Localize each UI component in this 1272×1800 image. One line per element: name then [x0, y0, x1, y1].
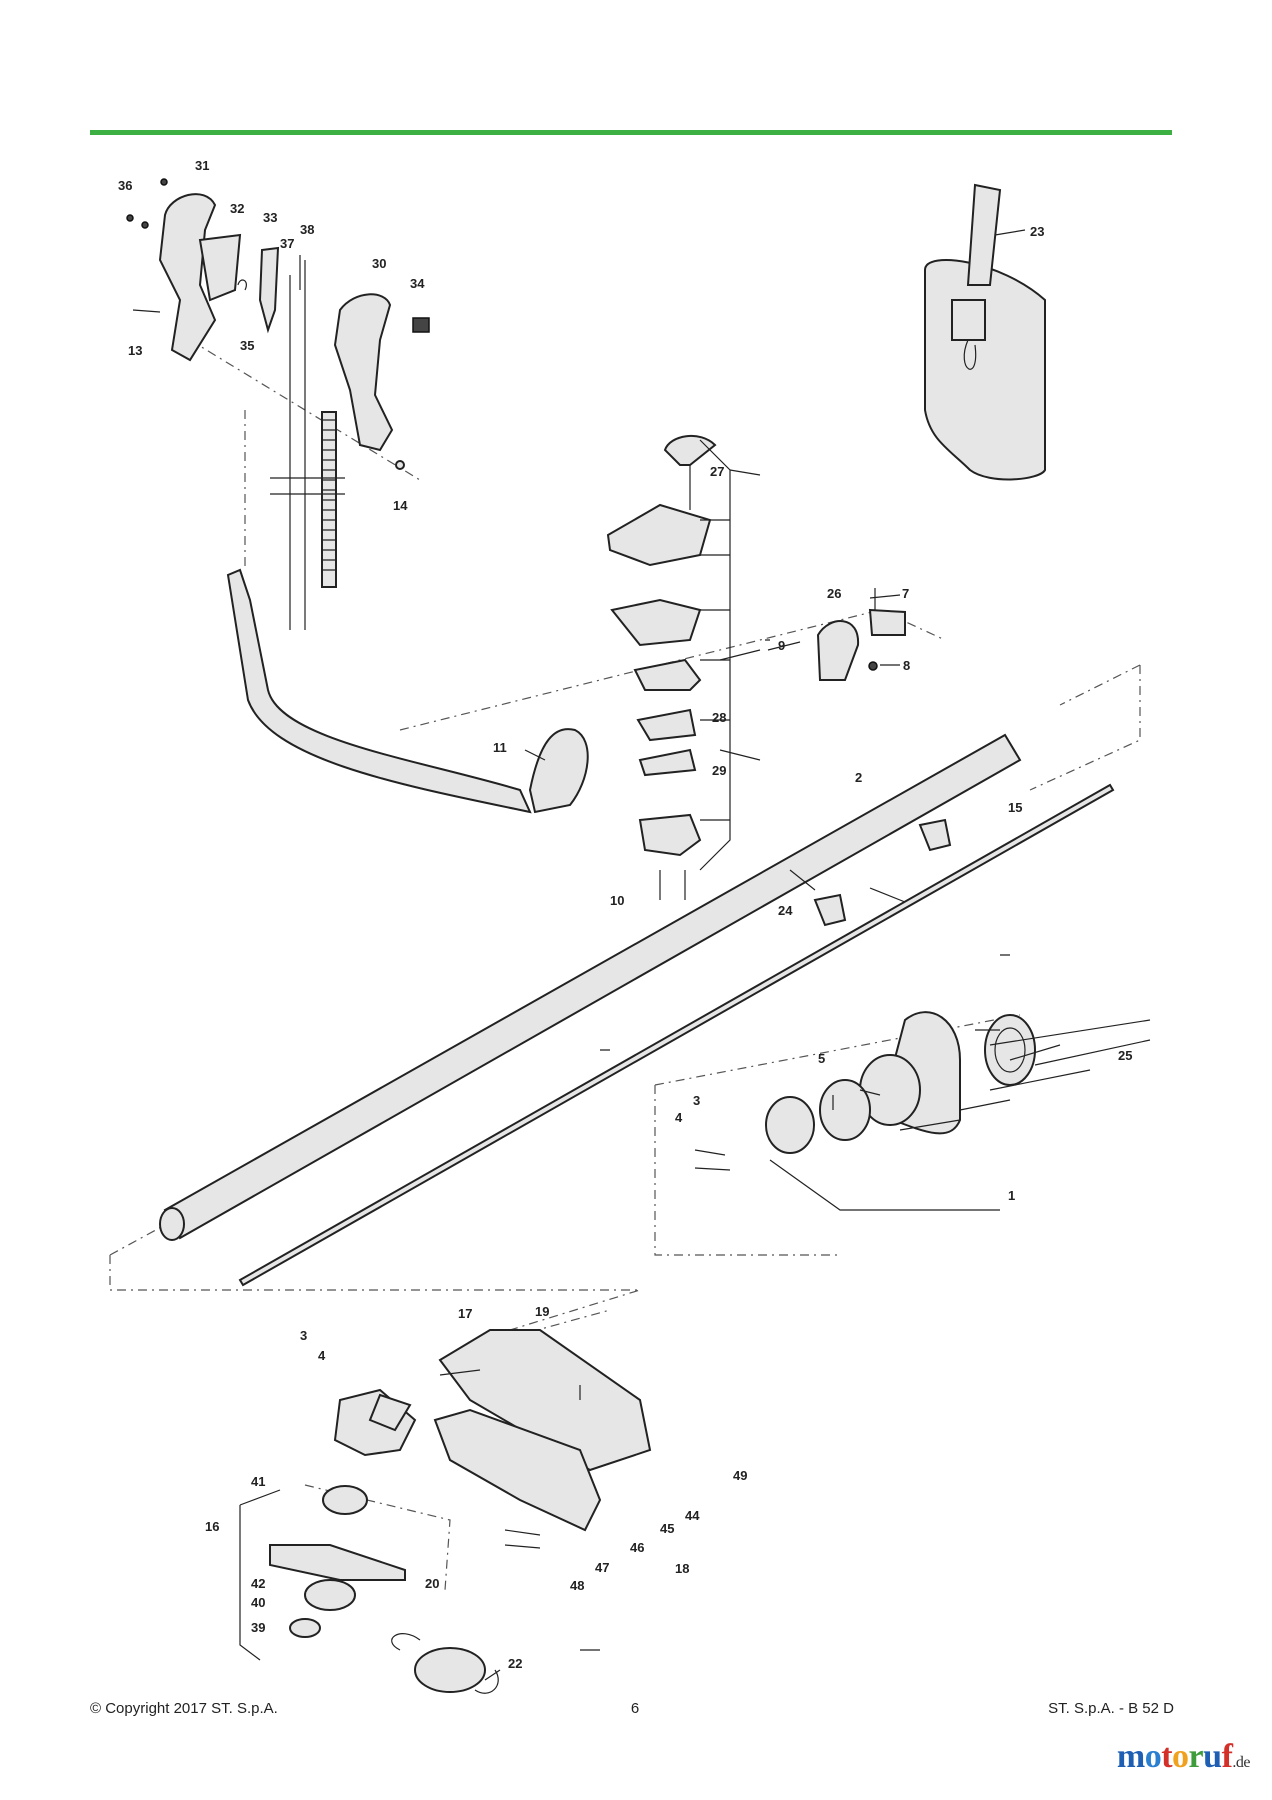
- callout-4-lower: 4: [318, 1348, 326, 1363]
- watermark-letter: o: [1144, 1738, 1162, 1775]
- callout-10: 10: [610, 893, 624, 908]
- handlebar-clamp: [606, 434, 731, 900]
- callout-29: 29: [712, 763, 726, 778]
- callout-24: 24: [778, 903, 793, 918]
- motoruf-watermark-logo: motoruf.de: [1116, 1738, 1251, 1776]
- callout-39: 39: [251, 1620, 265, 1635]
- callout-44: 44: [685, 1508, 700, 1523]
- blade-guard: [433, 1329, 652, 1549]
- callout-25: 25: [1118, 1048, 1132, 1063]
- watermark-letter: t: [1161, 1738, 1173, 1775]
- callout-13: 13: [128, 343, 142, 358]
- callout-17: 17: [458, 1306, 472, 1321]
- drive-tube: [159, 733, 1022, 1241]
- leader-lines: [484, 229, 1026, 1681]
- watermark-tld: .de: [1232, 1754, 1250, 1771]
- handlebar: [226, 568, 589, 814]
- watermark-letter: r: [1188, 1738, 1204, 1775]
- callout-42: 42: [251, 1576, 265, 1591]
- shaft-clamp: [816, 588, 906, 681]
- cable-clips: [813, 818, 952, 927]
- callout-7: 7: [902, 586, 909, 601]
- callout-46: 46: [630, 1540, 644, 1555]
- callout-28: 28: [712, 710, 726, 725]
- callout-19: 19: [535, 1304, 549, 1319]
- footer-page-number: 6: [630, 1700, 640, 1717]
- footer-model: ST. S.p.A. - B 52 D: [1048, 1700, 1174, 1717]
- callout-1: 1: [1008, 1188, 1015, 1203]
- footer-copyright: © Copyright 2017 ST. S.p.A.: [90, 1700, 278, 1717]
- callout-32: 32: [230, 201, 244, 216]
- housing-screws: [694, 1095, 1000, 1211]
- callout-5: 5: [818, 1051, 825, 1066]
- callout-14: 14: [393, 498, 408, 513]
- callout-30: 30: [372, 256, 386, 271]
- callout-38: 38: [300, 222, 314, 237]
- callout-31: 31: [195, 158, 209, 173]
- callout-16: 16: [205, 1519, 219, 1534]
- callout-3-lower: 3: [300, 1328, 307, 1343]
- watermark-letter: m: [1116, 1738, 1145, 1775]
- callout-15: 15: [1008, 800, 1022, 815]
- throttle-cables: [289, 255, 306, 630]
- watermark-letter: u: [1203, 1738, 1222, 1775]
- callout-20: 20: [425, 1576, 439, 1591]
- top-rule: [90, 130, 1172, 135]
- callout-26: 26: [827, 586, 841, 601]
- rear-grip: [333, 293, 430, 470]
- callout-2: 2: [855, 770, 862, 785]
- handle-housing: [126, 178, 280, 362]
- part-callouts: 31 36 32 33 38 37 30 34 35 13 14 23 27 2…: [118, 158, 1132, 1671]
- callout-48: 48: [570, 1578, 584, 1593]
- drive-shaft: [238, 783, 1115, 1287]
- callout-23: 23: [1030, 224, 1044, 239]
- callout-41: 41: [251, 1474, 265, 1489]
- callout-33: 33: [263, 210, 277, 225]
- callout-11: 11: [493, 740, 507, 755]
- callout-36: 36: [118, 178, 132, 193]
- callout-40: 40: [251, 1595, 265, 1610]
- callout-45: 45: [660, 1521, 674, 1536]
- coiled-conduit: [270, 411, 345, 588]
- callout-47: 47: [595, 1560, 609, 1575]
- watermark-letter: f: [1221, 1738, 1233, 1775]
- bearing-housing: [765, 1011, 1151, 1154]
- callout-4-upper: 4: [675, 1110, 683, 1125]
- shoulder-strap: [924, 183, 1046, 481]
- callout-8: 8: [903, 658, 910, 673]
- callout-49: 49: [733, 1468, 747, 1483]
- callout-18: 18: [675, 1561, 689, 1576]
- callout-37: 37: [280, 236, 294, 251]
- gearhead: [239, 1388, 499, 1694]
- callout-22: 22: [508, 1656, 522, 1671]
- callout-3-upper: 3: [693, 1093, 700, 1108]
- callout-9: 9: [778, 638, 785, 653]
- callout-35: 35: [240, 338, 254, 353]
- callout-27: 27: [710, 464, 724, 479]
- watermark-letter: o: [1172, 1738, 1189, 1775]
- callout-34: 34: [410, 276, 425, 291]
